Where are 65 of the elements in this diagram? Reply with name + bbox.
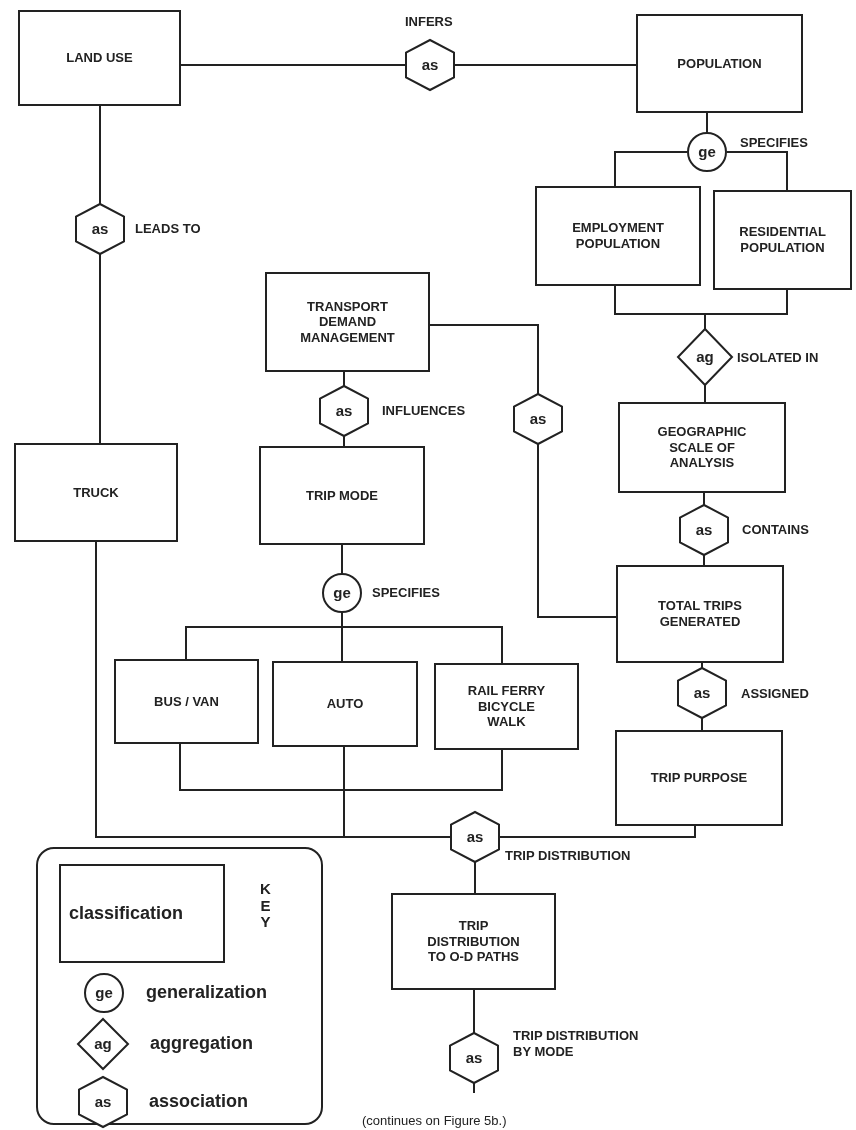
legend-aggregation-diamond: ag bbox=[78, 1019, 128, 1069]
classification-box: EMPLOYMENT POPULATION bbox=[535, 186, 701, 286]
legend-text: generalization bbox=[146, 982, 268, 1003]
association-hexagon: as bbox=[678, 668, 726, 718]
classification-box: POPULATION bbox=[636, 14, 803, 113]
legend-text: aggregation bbox=[150, 1033, 253, 1054]
classification-box: RESIDENTIAL POPULATION bbox=[713, 190, 852, 290]
relationship-label: INFLUENCES bbox=[382, 403, 466, 419]
connector-line bbox=[343, 435, 345, 447]
connector-line bbox=[614, 151, 688, 187]
classification-box: GEOGRAPHIC SCALE OF ANALYSIS bbox=[618, 402, 786, 493]
connector-line bbox=[429, 324, 539, 395]
connector-line bbox=[704, 384, 706, 403]
connector-line bbox=[474, 861, 476, 894]
relationship-label: ASSIGNED bbox=[741, 686, 809, 702]
classification-box: TRANSPORT DEMAND MANAGEMENT bbox=[265, 272, 430, 372]
classification-box: LAND USE bbox=[18, 10, 181, 106]
relationship-label: SPECIFIES bbox=[740, 135, 808, 151]
connector-line bbox=[99, 253, 101, 444]
connector-line bbox=[341, 544, 343, 574]
connector-line bbox=[537, 443, 617, 618]
connector-line bbox=[343, 749, 503, 838]
classification-box: BUS / VAN bbox=[114, 659, 259, 744]
association-hexagon: as bbox=[514, 394, 562, 444]
generalization-circle: ge bbox=[687, 132, 727, 172]
relationship-label: TRIP DISTRIBUTION bbox=[505, 848, 632, 864]
continuation-note: (continues on Figure 5b.) bbox=[362, 1113, 507, 1128]
classification-box: RAIL FERRY BICYCLE WALK bbox=[434, 663, 579, 750]
classification-box: AUTO bbox=[272, 661, 418, 747]
association-hexagon: as bbox=[680, 505, 728, 555]
aggregation-diamond: ag bbox=[678, 329, 732, 385]
connector-line bbox=[343, 371, 345, 387]
classification-box: TRIP DISTRIBUTION TO O-D PATHS bbox=[391, 893, 556, 990]
connector-line bbox=[706, 112, 708, 133]
association-hexagon: as bbox=[76, 204, 124, 254]
connector-line bbox=[99, 105, 101, 205]
relationship-label: LEADS TO bbox=[135, 221, 201, 237]
classification-box: TRUCK bbox=[14, 443, 178, 542]
association-hexagon: as bbox=[406, 40, 454, 90]
classification-box: TRIP MODE bbox=[259, 446, 425, 545]
connector-line bbox=[703, 554, 705, 566]
connector-line bbox=[704, 289, 788, 330]
relationship-label: INFERS bbox=[405, 14, 453, 30]
connector-line bbox=[473, 1082, 475, 1094]
relationship-label: TRIP DISTRIBUTION BY MODE bbox=[513, 1028, 640, 1060]
association-hexagon: as bbox=[320, 386, 368, 436]
key-heading: KEY bbox=[259, 881, 272, 931]
legend-text: association bbox=[149, 1091, 249, 1112]
association-hexagon: as bbox=[450, 1033, 498, 1083]
legend-sample-box: classification bbox=[59, 864, 225, 963]
relationship-label: SPECIFIES bbox=[372, 585, 440, 601]
connector-line bbox=[473, 989, 475, 1034]
relationship-label: ISOLATED IN bbox=[737, 350, 819, 366]
association-hexagon: as bbox=[451, 812, 499, 862]
connector-line bbox=[701, 717, 703, 731]
classification-box: TOTAL TRIPS GENERATED bbox=[616, 565, 784, 663]
connector-line bbox=[341, 612, 503, 664]
connector-line bbox=[726, 151, 788, 191]
connector-line bbox=[180, 64, 407, 66]
relationship-label: CONTAINS bbox=[742, 522, 809, 538]
classification-box: TRIP PURPOSE bbox=[615, 730, 783, 826]
legend-generalization-circle: ge bbox=[84, 973, 124, 1013]
generalization-circle: ge bbox=[322, 573, 362, 613]
legend-association-hexagon: as bbox=[79, 1077, 127, 1127]
connector-line bbox=[703, 492, 705, 506]
